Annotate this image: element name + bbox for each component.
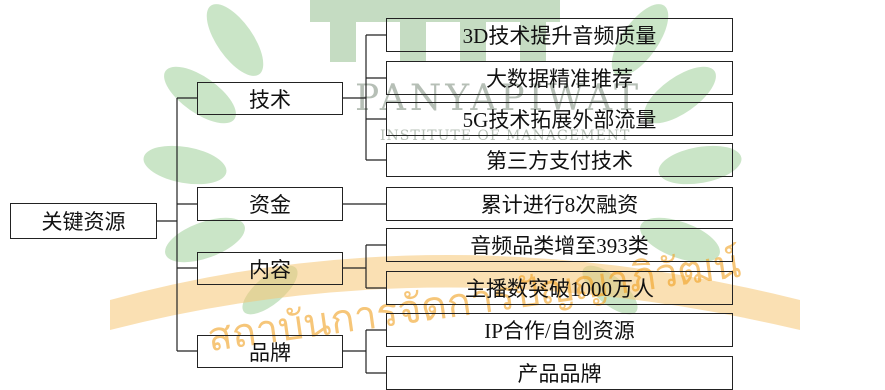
root-node: 关键资源 bbox=[10, 203, 157, 239]
branch-node-tech: 技术 bbox=[197, 82, 343, 115]
watermark-name: PANYAPIWAT bbox=[355, 78, 643, 119]
leaf-node: 音频品类增至393类 bbox=[386, 228, 733, 262]
watermark-subtitle: INSTITUTE OF MANAGEMENT bbox=[380, 128, 631, 144]
laurel-wreath-icon bbox=[143, 4, 742, 315]
leaf-node: 累计进行8次融资 bbox=[386, 187, 733, 221]
leaf-node: 主播数突破1000万人 bbox=[386, 271, 733, 305]
leaf-node: 5G技术拓展外部流量 bbox=[386, 102, 733, 136]
branch-node-funding: 资金 bbox=[197, 187, 343, 221]
leaf-node: 3D技术提升音频质量 bbox=[386, 18, 733, 52]
leaf-node: IP合作/自创资源 bbox=[386, 313, 733, 347]
branch-node-brand: 品牌 bbox=[197, 335, 343, 368]
branch-node-content: 内容 bbox=[197, 252, 343, 285]
leaf-node: 大数据精准推荐 bbox=[386, 61, 733, 95]
leaf-node: 第三方支付技术 bbox=[386, 143, 733, 177]
